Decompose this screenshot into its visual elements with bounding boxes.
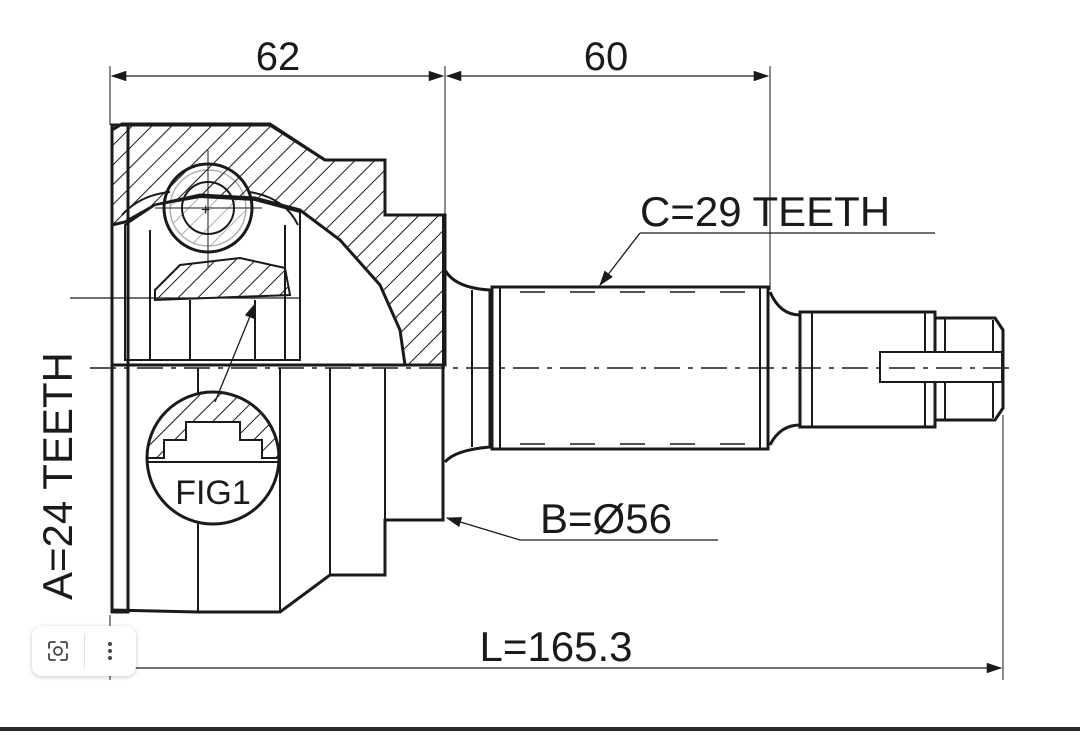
bottom-edge [0, 727, 1080, 731]
abs-ring-label: B=Ø56 [540, 495, 672, 542]
threaded-stub [768, 291, 1005, 446]
lens-search-button[interactable] [32, 626, 84, 676]
svg-text:+: + [201, 202, 210, 219]
leader-c [599, 232, 935, 287]
dim-62-label: 62 [256, 35, 301, 79]
total-length-label: L=165.3 [480, 623, 633, 670]
more-options-button[interactable] [84, 626, 136, 676]
spline-a-label: A=24 TEETH [34, 352, 81, 600]
toolbar-divider [83, 634, 85, 668]
fig1-label: FIG1 [175, 474, 251, 512]
spline-c-label: C=29 TEETH [640, 188, 890, 235]
fig1-detail [145, 302, 281, 526]
lens-search-icon [47, 641, 68, 661]
dim-60-label: 60 [584, 35, 629, 79]
image-toolbar [32, 626, 136, 676]
leader-b [445, 517, 718, 541]
more-vertical-icon [108, 642, 113, 660]
bell-housing: + [70, 122, 447, 614]
neck [443, 269, 492, 464]
